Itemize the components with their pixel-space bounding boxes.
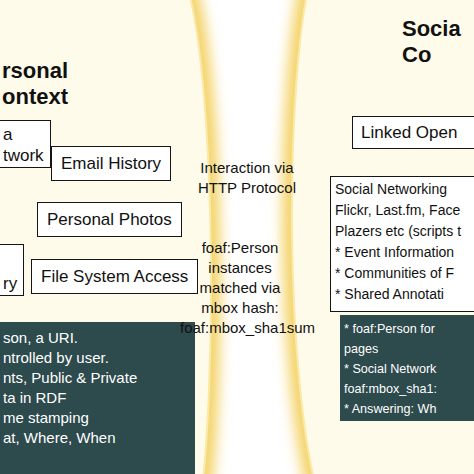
center-note: foaf:Person instances matched via mbox h…: [180, 238, 300, 338]
context-region: Socia Co Linked OpenSocial NetworkingFlic…: [290, 0, 474, 474]
note-line: me stamping: [3, 408, 191, 428]
note-line: * Answering: Wh: [344, 399, 474, 419]
source-box: Email History: [51, 146, 171, 181]
box-text: Plazers etc (scripts t: [335, 221, 461, 242]
source-box: a twork: [0, 120, 51, 168]
region-title: Socia Co: [402, 16, 461, 68]
note-line: nts, Public & Private: [3, 368, 191, 388]
box-text: * Communities of F: [335, 263, 461, 284]
region-fill: [292, 0, 474, 474]
note-panel: son, a URI.ntrolled by user.nts, Public …: [0, 322, 195, 474]
box-text: ry: [3, 273, 17, 294]
note-line: foaf:mbox_sha1:: [344, 379, 474, 399]
box-text: Personal Photos: [47, 209, 172, 230]
region-glow: [0, 0, 211, 474]
note-line: at, Where, When: [3, 428, 191, 448]
box-text: Social Networking: [335, 179, 461, 200]
note-line: son, a URI.: [3, 328, 191, 348]
region-glow: [292, 0, 474, 474]
region-fill: [0, 0, 211, 474]
box-text: * Shared Annotati: [335, 284, 461, 305]
box-text: Linked Open: [361, 122, 457, 143]
note-line: * foaf:Person for: [344, 319, 474, 339]
box-text: File System Access: [41, 266, 188, 287]
context-region: rsonal ontext a tworkEmail HistoryPersona…: [0, 0, 210, 474]
source-box: Linked Open: [352, 116, 474, 149]
center-note: Interaction via HTTP Protocol: [192, 158, 302, 198]
source-box: ry: [0, 244, 24, 296]
region-title: rsonal ontext: [2, 58, 68, 110]
note-line: ntrolled by user.: [3, 348, 191, 368]
source-box: File System Access: [31, 259, 198, 294]
box-text: Flickr, Last.fm, Face: [335, 200, 461, 221]
box-text: a twork: [3, 124, 44, 166]
note-line: * Social Network: [344, 359, 474, 379]
box-text: * Event Information: [335, 242, 461, 263]
note-line: ta in RDF: [3, 388, 191, 408]
source-box: Personal Photos: [37, 202, 182, 237]
note-line: pages: [344, 339, 474, 359]
note-panel: * foaf:Person forpages* Social Networkfo…: [340, 315, 474, 421]
box-text: Email History: [61, 153, 161, 174]
source-box: Social NetworkingFlickr, Last.fm, FacePl…: [330, 176, 474, 312]
